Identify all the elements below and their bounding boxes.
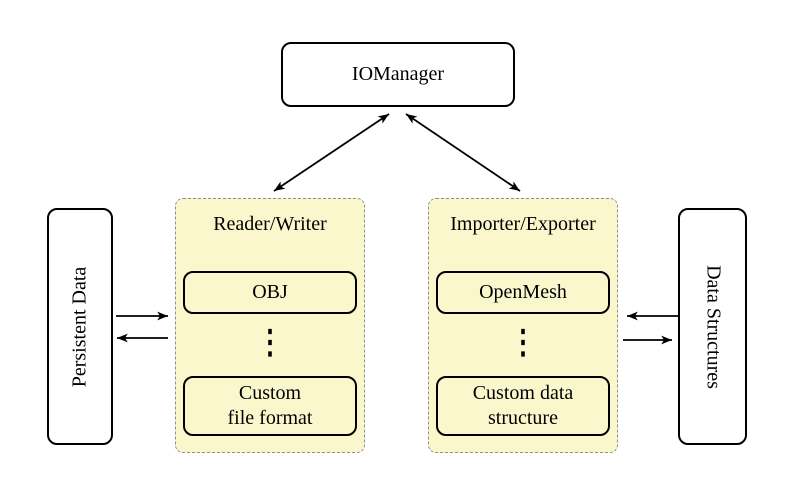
node-custom-file-format: Custom file format <box>183 376 357 436</box>
obj-label: OBJ <box>252 281 288 303</box>
arrow-iomanager-importerexporter <box>405 113 521 192</box>
arrow-iomanager-readerwriter <box>273 113 390 192</box>
vertical-ellipsis-icon: ⋮ <box>510 324 536 361</box>
reader-writer-title: Reader/Writer <box>213 213 327 235</box>
importer-exporter-title: Importer/Exporter <box>450 213 596 235</box>
openmesh-label: OpenMesh <box>479 281 567 303</box>
node-custom-data-structure: Custom data structure <box>436 376 610 436</box>
node-data-structures: Data Structures <box>678 208 747 445</box>
node-iomanager: IOManager <box>281 42 515 107</box>
custom-file-format-label: Custom file format <box>227 382 313 429</box>
node-obj: OBJ <box>183 271 357 314</box>
vertical-ellipsis-icon: ⋮ <box>257 324 283 361</box>
data-structures-label: Data Structures <box>702 264 724 389</box>
persistent-data-label: Persistent Data <box>68 266 91 387</box>
node-openmesh: OpenMesh <box>436 271 610 314</box>
node-persistent-data: Persistent Data <box>47 208 113 445</box>
panel-reader-writer: Reader/Writer OBJ ⋮ Custom file format <box>175 198 365 453</box>
custom-data-structure-label: Custom data structure <box>472 382 574 429</box>
panel-importer-exporter: Importer/Exporter OpenMesh ⋮ Custom data… <box>428 198 618 453</box>
iomanager-label: IOManager <box>351 63 445 85</box>
